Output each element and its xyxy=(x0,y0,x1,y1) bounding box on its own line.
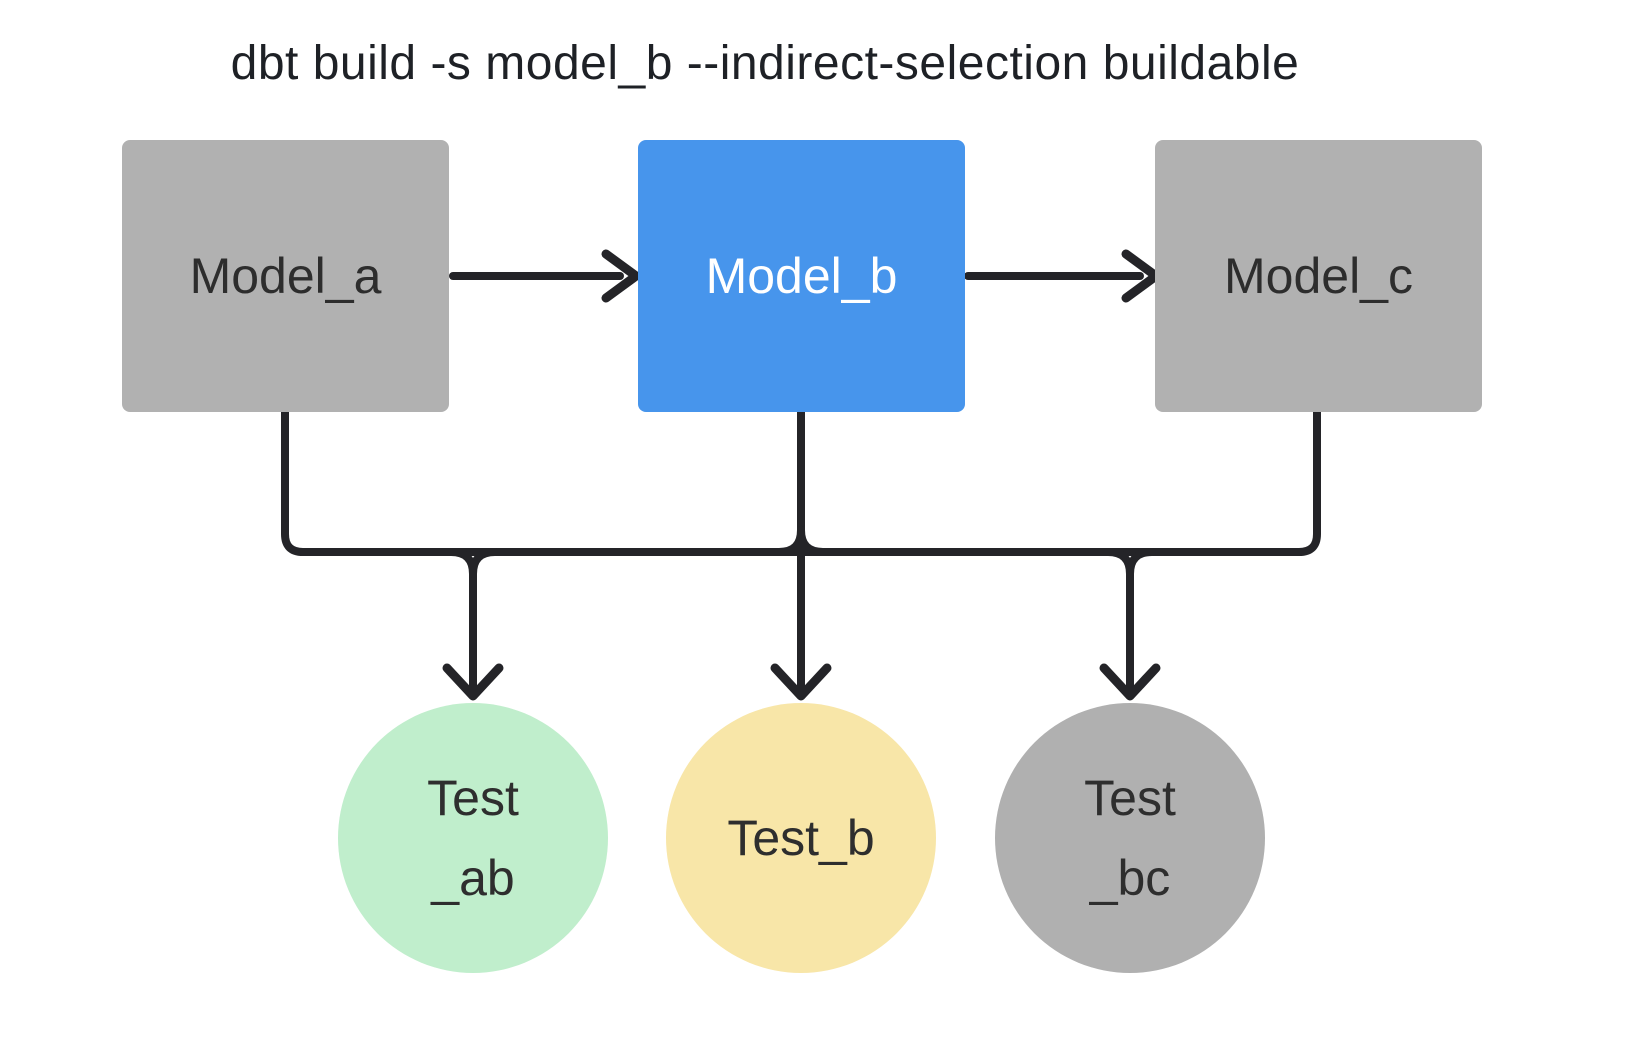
node-label: Model_b xyxy=(705,248,898,304)
node-label: Model_c xyxy=(1224,248,1413,304)
arrow-head-down-icon xyxy=(1099,663,1161,701)
edge-funnel-test-ab-right xyxy=(469,548,499,578)
node-label: Model_a xyxy=(189,248,382,304)
node-test-bc: Test _bc xyxy=(995,703,1265,973)
node-label-line2: _bc xyxy=(1089,850,1171,906)
node-label-line1: Test xyxy=(1084,770,1176,826)
node-model-b-selected: Model_b xyxy=(638,140,965,412)
node-model-c: Model_c xyxy=(1155,140,1482,412)
edge-fillet-model-b-right xyxy=(797,526,827,556)
arrow-head-down-icon xyxy=(442,663,504,701)
node-label-line1: Test_b xyxy=(727,810,875,866)
arrow-head-down-icon xyxy=(770,663,832,701)
node-label-line2: _ab xyxy=(431,850,515,906)
node-test-ab: Test _ab xyxy=(338,703,608,973)
arrow-head-right-icon xyxy=(601,249,641,303)
diagram-title: dbt build -s model_b --indirect-selectio… xyxy=(230,37,1300,90)
edge-funnel-test-bc-right xyxy=(1126,548,1156,578)
node-label-line1: Test xyxy=(427,770,519,826)
node-test-b: Test_b xyxy=(666,703,936,973)
node-model-a: Model_a xyxy=(122,140,449,412)
